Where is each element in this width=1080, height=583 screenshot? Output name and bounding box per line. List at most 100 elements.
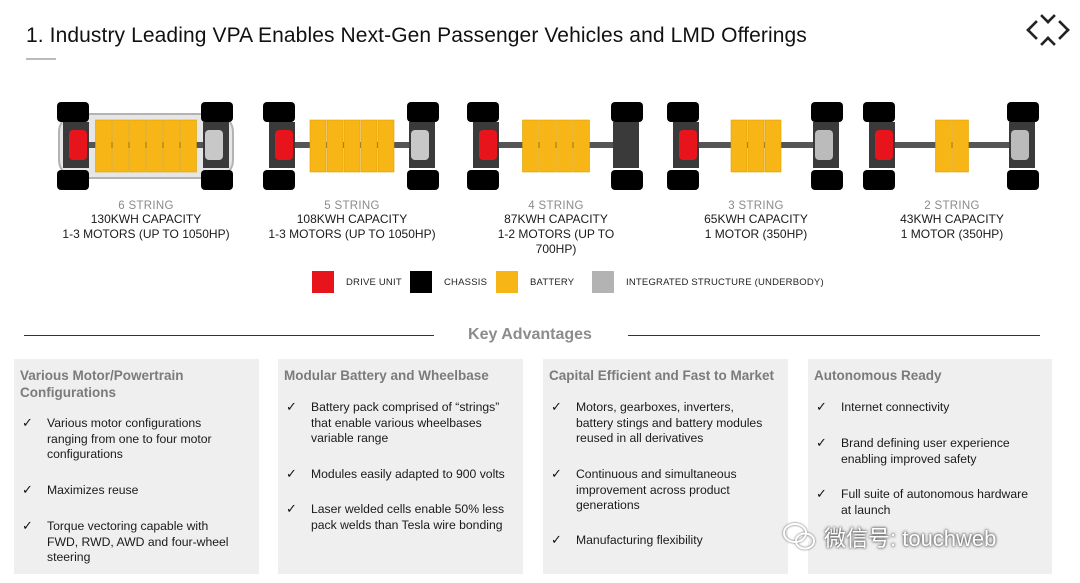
front-drive-unit — [679, 130, 697, 160]
section-divider-left — [24, 335, 434, 336]
battery-string — [95, 119, 112, 173]
wechat-watermark: 微信号: touchweb — [780, 518, 996, 556]
bullet-line: Full suite of autonomous hardware — [841, 487, 1028, 501]
bullet-line: improvement across product — [576, 482, 730, 497]
section-divider-right — [628, 335, 1040, 336]
bullet-line: Battery pack comprised of “strings” — [311, 400, 500, 414]
bullet-line: that enable various wheelbases — [311, 415, 482, 430]
variant-5-string: 5 STRING 108KWH CAPACITY 1-3 MOTORS (UP … — [252, 98, 452, 242]
advantage-column-capital-efficient: Capital Efficient and Fast to Market ✓ M… — [543, 359, 788, 574]
battery-string — [556, 119, 573, 173]
variant-motors-line2: 700HP) — [535, 242, 577, 256]
bullet-line: Laser welded cells enable 50% less — [311, 502, 505, 516]
battery-string — [764, 119, 782, 173]
wheel — [263, 102, 295, 122]
wheel — [467, 102, 499, 122]
battery-string — [163, 119, 180, 173]
variant-3-string: 3 STRING 65KWH CAPACITY 1 MOTOR (350HP) — [656, 98, 856, 242]
front-drive-unit — [275, 130, 293, 160]
bullet-text: Maximizes reuse — [47, 483, 138, 499]
bullet-text: Motors, gearboxes, inverters, battery st… — [576, 400, 762, 447]
chassis-6-string-image — [57, 102, 234, 190]
battery-string — [129, 119, 146, 173]
battery-string — [377, 119, 395, 173]
variant-capacity: 130KWH CAPACITY — [90, 212, 202, 226]
rear-subframe — [613, 122, 639, 168]
bullet-line: Motors, gearboxes, inverters, — [576, 400, 734, 414]
wheel — [811, 170, 843, 190]
legend-swatch — [410, 271, 432, 293]
variant-motors: 1-3 MOTORS (UP TO 1050HP) — [62, 227, 230, 241]
variant-motors: 1 MOTOR (350HP) — [900, 227, 1004, 241]
legend-item-integrated-structure: INTEGRATED STRUCTURE (UNDERBODY) — [592, 271, 824, 293]
chassis-5-string-image — [263, 102, 439, 190]
chassis-rail — [65, 142, 227, 148]
bullet-line: Internet connectivity — [841, 400, 950, 414]
bullet-text: Brand defining user experience enabling … — [841, 436, 1010, 467]
bullet-text: Laser welded cells enable 50% less pack … — [311, 502, 504, 533]
bullet-line: variable range — [311, 431, 389, 445]
wheel — [863, 102, 895, 122]
bullet-line: enabling improved safety — [841, 451, 977, 466]
checkmark-icon: ✓ — [286, 466, 297, 481]
bullet-line: Continuous and simultaneous — [576, 467, 737, 481]
bullet-line: Modules easily adapted to 900 volts — [311, 467, 505, 481]
advantage-column-powertrain: Various Motor/Powertrain Configurations … — [14, 359, 259, 574]
bullet-text: Modules easily adapted to 900 volts — [311, 467, 505, 483]
legend-swatch — [592, 271, 614, 293]
legend-item-chassis: CHASSIS — [410, 271, 487, 293]
battery-string — [309, 119, 327, 173]
watermark-text: 微信号: touchweb — [824, 526, 997, 551]
checkmark-icon: ✓ — [816, 399, 827, 414]
rear-drive-unit — [205, 130, 223, 160]
key-advantages-heading: Key Advantages — [468, 326, 592, 343]
bullet-line: Brand defining user experience — [841, 436, 1010, 450]
battery-string — [747, 119, 765, 173]
advantage-column-autonomous: Autonomous Ready ✓ Internet connectivity… — [808, 359, 1052, 574]
legend-item-battery: BATTERY — [496, 271, 574, 293]
legend-label: CHASSIS — [444, 276, 488, 288]
variant-capacity: 65KWH CAPACITY — [704, 212, 808, 226]
variant-capacity: 108KWH CAPACITY — [296, 212, 408, 226]
battery-string — [935, 119, 952, 173]
wheel — [407, 170, 439, 190]
column-heading-line2: Configurations — [20, 385, 116, 400]
variant-string-label: 3 STRING — [728, 200, 784, 212]
battery-string — [730, 119, 748, 173]
column-heading: Various Motor/Powertrain — [20, 368, 184, 383]
wheel — [1007, 170, 1039, 190]
bullet-line: Various motor configurations — [47, 416, 202, 430]
wheel — [57, 170, 89, 190]
bullet-text: Torque vectoring capable with FWD, RWD, … — [47, 519, 229, 566]
bullet-text: Various motor configurations ranging fro… — [47, 416, 212, 463]
variant-capacity: 43KWH CAPACITY — [900, 212, 1004, 226]
variant-6-string: 6 STRING 130KWH CAPACITY 1-3 MOTORS (UP … — [46, 98, 246, 242]
checkmark-icon: ✓ — [551, 466, 562, 481]
chassis-4-string-image — [467, 102, 643, 190]
wheel — [667, 170, 699, 190]
variant-capacity: 87KWH CAPACITY — [504, 212, 608, 226]
battery-string — [326, 119, 344, 173]
legend-swatch — [496, 271, 518, 293]
advantage-column-battery: Modular Battery and Wheelbase ✓ Battery … — [278, 359, 523, 574]
chassis-3-string-image — [667, 102, 843, 190]
checkmark-icon: ✓ — [22, 415, 33, 430]
wheel — [201, 170, 233, 190]
checkmark-icon: ✓ — [816, 486, 827, 501]
wheel — [201, 102, 233, 122]
legend-item-drive-unit: DRIVE UNIT — [312, 271, 402, 293]
battery-string — [343, 119, 361, 173]
wheel — [407, 102, 439, 122]
legend-label: DRIVE UNIT — [346, 276, 402, 288]
front-drive-unit — [875, 130, 893, 160]
battery-string — [522, 119, 539, 173]
variant-motors: 1-3 MOTORS (UP TO 1050HP) — [268, 227, 436, 241]
checkmark-icon: ✓ — [286, 399, 297, 414]
variant-string-label: 4 STRING — [528, 200, 584, 212]
wheel — [667, 102, 699, 122]
bullet-text: Manufacturing flexibility — [576, 533, 703, 549]
chassis-rail — [871, 142, 1033, 148]
bullet-line: Manufacturing flexibility — [576, 533, 703, 547]
variant-4-string: 4 STRING 87KWH CAPACITY 1-2 MOTORS (UP T… — [456, 98, 656, 257]
chassis-rail — [475, 142, 637, 148]
